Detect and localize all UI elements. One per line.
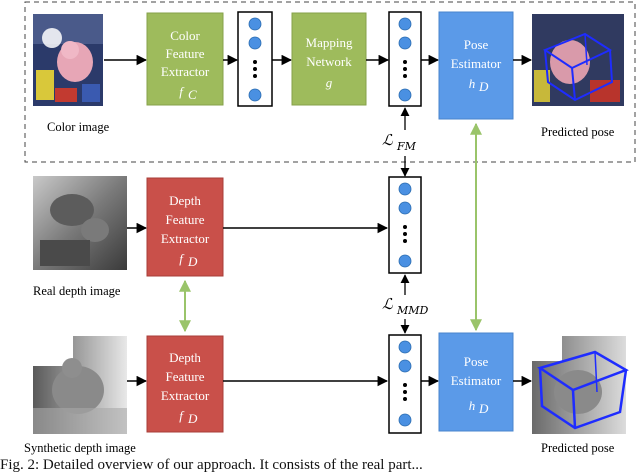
predicted-pose-top-caption: Predicted pose: [541, 125, 615, 139]
pose-estimator-top: Pose Estimator h D: [438, 11, 514, 120]
svg-text:h: h: [469, 76, 476, 91]
svg-text:h: h: [469, 398, 476, 413]
feature-vector-mapped: [388, 11, 422, 107]
svg-text:Extractor: Extractor: [161, 388, 210, 403]
svg-text:C: C: [188, 87, 197, 102]
figure-caption: Fig. 2: Detailed overview of our approac…: [0, 458, 423, 472]
svg-text:Feature: Feature: [166, 212, 205, 227]
predicted-pose-bottom-image: [532, 336, 629, 434]
svg-text:Extractor: Extractor: [161, 64, 210, 79]
svg-text:Network: Network: [306, 54, 352, 69]
svg-text:Estimator: Estimator: [451, 373, 502, 388]
color-feature-extractor: Color Feature Extractor f C: [146, 12, 224, 106]
real-depth-image: [33, 176, 127, 270]
loss-fm: ℒ FM: [382, 131, 417, 153]
svg-text:f: f: [179, 84, 185, 99]
svg-text:Color: Color: [170, 28, 200, 43]
svg-text:FM: FM: [396, 140, 417, 153]
feature-vector-synthetic-depth: [388, 334, 422, 434]
svg-text:MMD: MMD: [396, 304, 429, 317]
svg-text:Estimator: Estimator: [451, 56, 502, 71]
svg-text:f: f: [179, 408, 185, 423]
depth-feature-extractor-synthetic: Depth Feature Extractor f D: [146, 335, 224, 433]
color-image-caption: Color image: [47, 120, 110, 134]
feature-vector-real-depth: [388, 176, 422, 274]
svg-text:Feature: Feature: [166, 369, 205, 384]
pose-estimator-bottom: Pose Estimator h D: [438, 332, 514, 432]
svg-text:Extractor: Extractor: [161, 231, 210, 246]
svg-text:D: D: [187, 254, 198, 269]
svg-text:g: g: [326, 75, 333, 90]
synthetic-depth-caption: Synthetic depth image: [24, 441, 136, 455]
predicted-pose-top-image: [532, 14, 624, 106]
feature-vector-color: [237, 11, 273, 107]
svg-text:f: f: [179, 251, 185, 266]
svg-text:ℒ: ℒ: [382, 295, 394, 313]
real-depth-caption: Real depth image: [33, 284, 121, 298]
svg-text:Depth: Depth: [169, 193, 201, 208]
synthetic-depth-image: [33, 336, 127, 434]
predicted-pose-bottom-caption: Predicted pose: [541, 441, 615, 455]
loss-mmd: ℒ MMD: [382, 295, 429, 317]
svg-text:Depth: Depth: [169, 350, 201, 365]
svg-text:Mapping: Mapping: [306, 35, 353, 50]
svg-text:Feature: Feature: [166, 46, 205, 61]
svg-text:D: D: [478, 79, 489, 94]
svg-text:ℒ: ℒ: [382, 131, 394, 149]
svg-text:D: D: [187, 411, 198, 426]
svg-text:D: D: [478, 401, 489, 416]
color-branch-group: [24, 1, 636, 163]
mapping-network: Mapping Network g: [291, 12, 367, 106]
color-image: [33, 14, 103, 106]
svg-text:Pose: Pose: [464, 354, 489, 369]
svg-text:Pose: Pose: [464, 37, 489, 52]
depth-feature-extractor-real: Depth Feature Extractor f D: [146, 177, 224, 277]
